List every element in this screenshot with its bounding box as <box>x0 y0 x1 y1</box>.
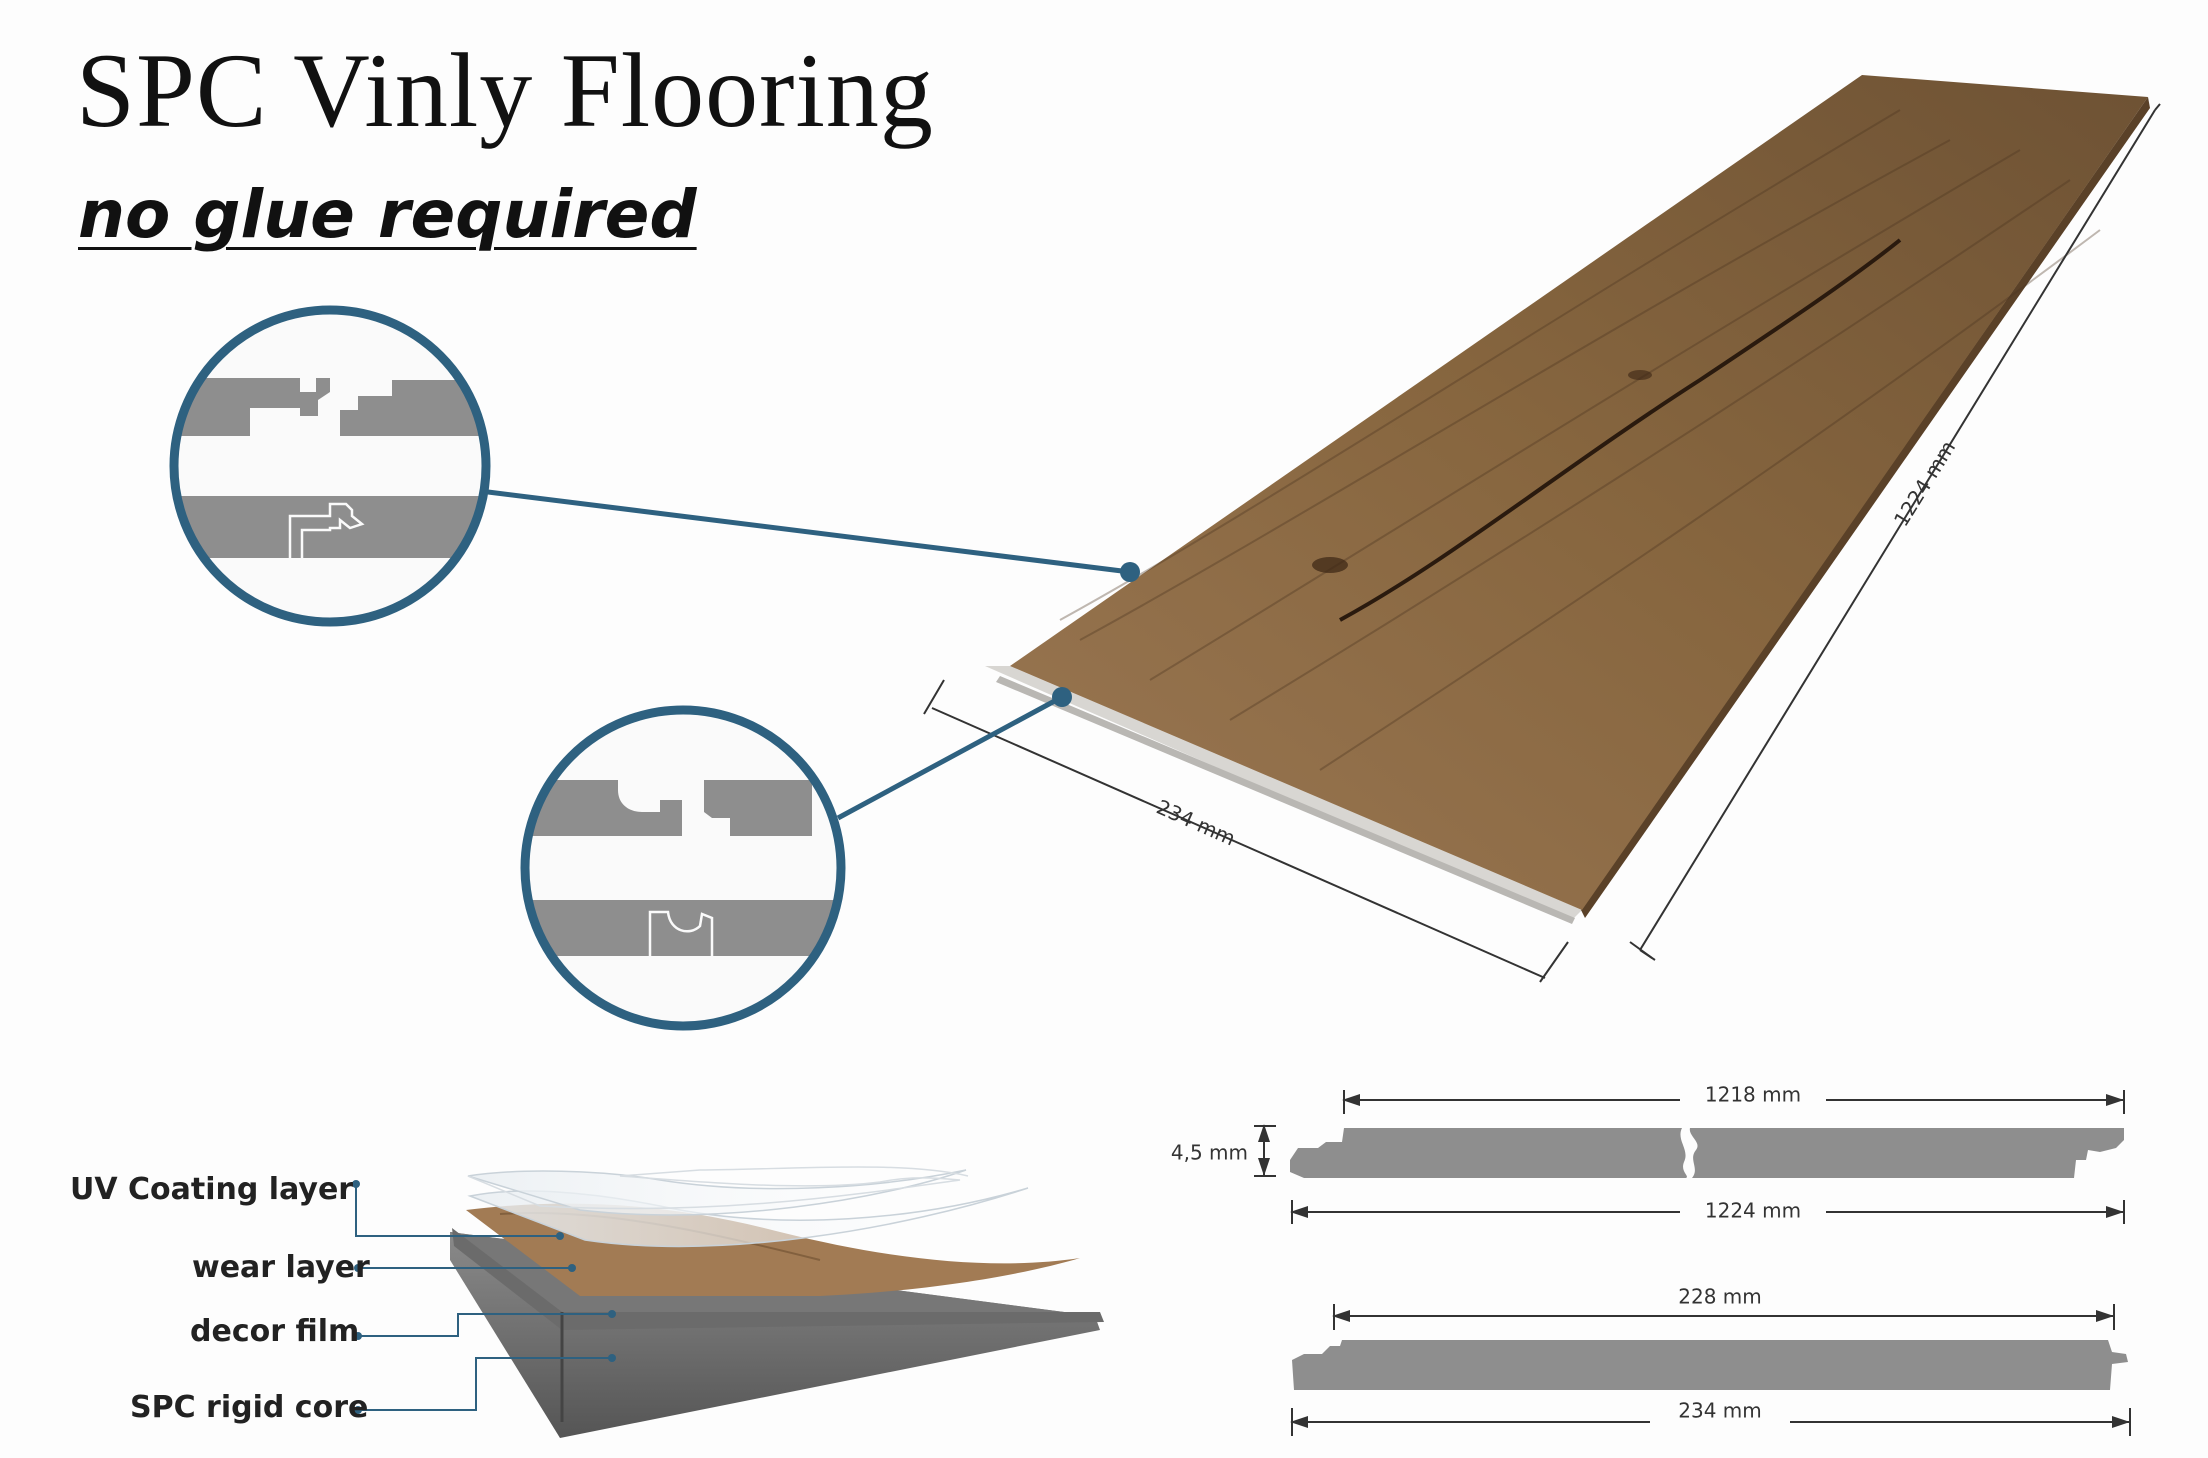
layer-label-wear: wear layer <box>192 1250 370 1285</box>
profile-long: 1218 mm 4,5 mm 1224 mm <box>1171 1082 2125 1226</box>
layer-leader-dots <box>352 1180 616 1414</box>
layer-stack <box>450 1166 1104 1438</box>
long-top-dim: 1218 mm <box>1705 1083 1801 1107</box>
callout-dot-long <box>1120 562 1140 582</box>
joint-magnifier-short <box>520 705 846 1031</box>
layer-label-uv-coating: UV Coating layer <box>70 1172 354 1207</box>
page-title: SPC Vinly Flooring <box>76 32 934 149</box>
callout-line-short <box>836 694 1064 821</box>
short-bottom-dim: 234 mm <box>1678 1399 1762 1423</box>
profile-short: 228 mm 234 mm <box>1290 1282 2131 1436</box>
page-subtitle: no glue required <box>78 176 697 253</box>
short-top-dim: 228 mm <box>1678 1285 1762 1309</box>
layer-label-decor: decor film <box>190 1314 360 1349</box>
layer-label-core: SPC rigid core <box>130 1390 369 1425</box>
callout-dot-short <box>1052 687 1072 707</box>
thickness-dim: 4,5 mm <box>1171 1141 1248 1165</box>
layer-leaders <box>355 1186 612 1411</box>
plank-width-label: 234 mm <box>1153 795 1239 851</box>
callout-line-long <box>487 489 1131 575</box>
long-bottom-dim: 1224 mm <box>1705 1199 1801 1223</box>
wood-plank <box>985 75 2150 924</box>
joint-magnifier-long <box>169 305 491 627</box>
